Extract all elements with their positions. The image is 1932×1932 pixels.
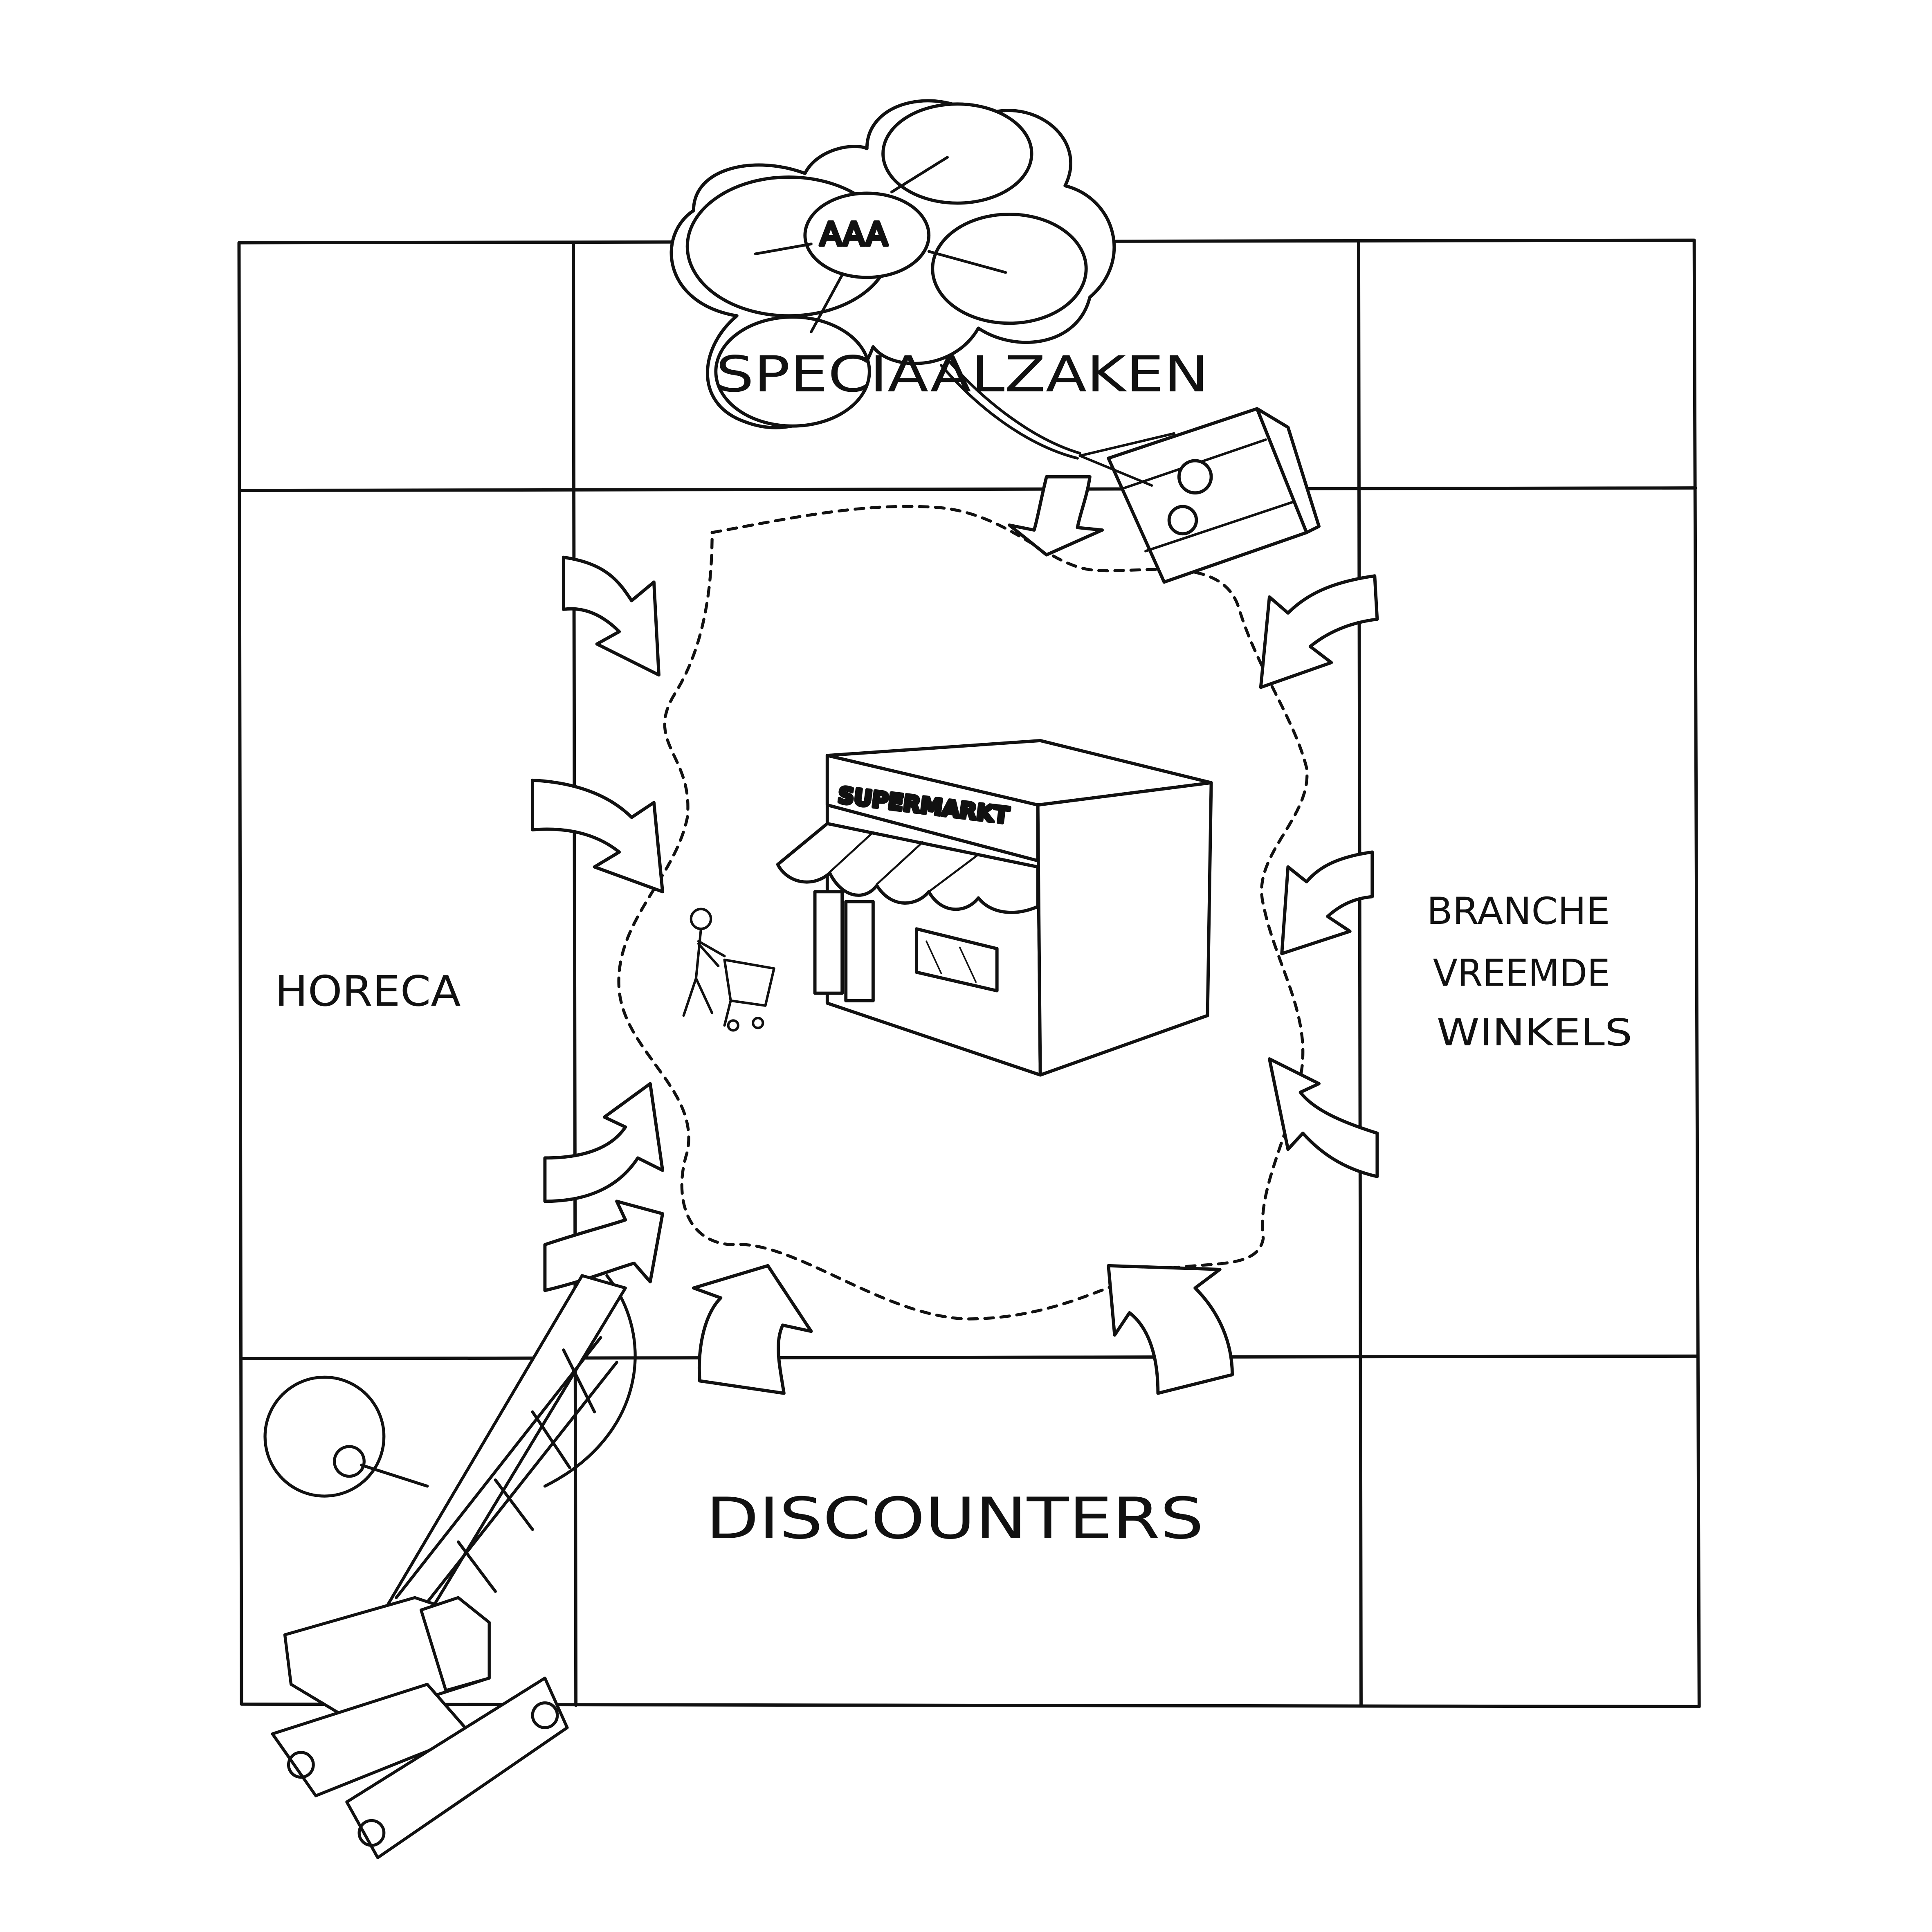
label-discounters: DISCOUNTERS (706, 1485, 1204, 1552)
arrow-left-2 (531, 778, 665, 894)
arrow-right-3 (1267, 1057, 1379, 1178)
rotor-arm (754, 243, 813, 256)
market-boundary-dashed (617, 505, 1309, 1321)
rotor-right (931, 212, 1088, 325)
crate-side (1255, 407, 1321, 535)
awning-stripe (928, 854, 979, 893)
rotor-arm (890, 156, 949, 193)
arrow-top-1 (1008, 475, 1104, 557)
arrows-right (1259, 574, 1379, 1178)
track-wheel (531, 1701, 559, 1729)
label-winkels: WINKELS (1437, 1011, 1632, 1054)
window-reflection (926, 940, 942, 974)
crate-produce (1167, 505, 1198, 536)
shopping-cart (723, 958, 775, 1007)
crane-cable (360, 1463, 429, 1488)
arrow-right-2 (1280, 850, 1374, 955)
awning-stripe (826, 831, 874, 876)
drone-hub (803, 191, 931, 279)
crane-cab (419, 1596, 491, 1692)
drone: AAA (669, 99, 1116, 460)
track-wheel (357, 1819, 386, 1847)
track-wheel (287, 1751, 315, 1779)
drone-cable (940, 364, 1079, 460)
crawler-crane (263, 1274, 637, 1859)
grid-line-vertical-left (572, 242, 578, 1707)
grid (237, 238, 1701, 1708)
cart-wheel (752, 1017, 764, 1029)
label-speciaalzaken: SPECIAALZAKEN (716, 346, 1209, 403)
crane-boom-lattice (395, 1336, 618, 1612)
crane-boom (370, 1274, 627, 1649)
cart-wheel (727, 1019, 739, 1032)
shopper-with-cart (682, 908, 775, 1032)
label-vreemde: VREEMDE (1433, 952, 1610, 995)
shopper-body (682, 928, 726, 1017)
rotor-bottom (714, 315, 871, 428)
store-pillar (813, 890, 844, 995)
store-sign-board (825, 754, 1040, 863)
hanging-crate (1078, 407, 1321, 584)
supermarket-store: SUPERMARKT (776, 739, 1213, 1077)
arrow-left-4 (543, 1200, 665, 1292)
wrecking-ball-hook (332, 1445, 366, 1478)
arrow-bottom-2 (1107, 1264, 1234, 1395)
crate-slat (1144, 500, 1296, 553)
shopper-head (690, 908, 712, 930)
label-branche: BRANCHE (1427, 890, 1610, 933)
grid-line-horizontal-top (238, 486, 1697, 492)
awning-stripe (876, 841, 924, 885)
arrows-left (531, 555, 665, 1292)
crate-produce (1177, 459, 1213, 495)
crane-cable (543, 1274, 637, 1488)
label-horeca: HORECA (275, 967, 461, 1016)
rotor-arm (810, 273, 844, 333)
drone-cable (946, 357, 1081, 455)
arrow-left-3 (543, 1082, 665, 1203)
arrow-bottom-1 (692, 1264, 813, 1395)
store-pillar (844, 900, 875, 1002)
grid-outer-frame (237, 238, 1701, 1708)
wrecking-ball (263, 1375, 386, 1498)
store-side-wall (1036, 781, 1213, 1077)
arrow-top (1008, 475, 1104, 557)
crate-net (1078, 454, 1153, 487)
cart-leg (723, 999, 732, 1027)
crate-net (1078, 432, 1175, 457)
window-reflection (959, 946, 977, 983)
arrows-bottom (692, 1264, 1234, 1395)
arrow-right-1 (1259, 574, 1379, 689)
grid-line-vertical-right (1357, 240, 1363, 1707)
crane-track-right (345, 1676, 569, 1859)
arrow-left-1 (562, 555, 660, 677)
awning-edge (776, 822, 829, 866)
rotor-top (881, 102, 1033, 205)
drone-badge-text: AAA (820, 216, 888, 253)
store-window (914, 927, 999, 993)
grid-line-horizontal-bottom (240, 1354, 1698, 1360)
rotor-arm (927, 250, 1007, 274)
store-awning (776, 822, 1040, 914)
